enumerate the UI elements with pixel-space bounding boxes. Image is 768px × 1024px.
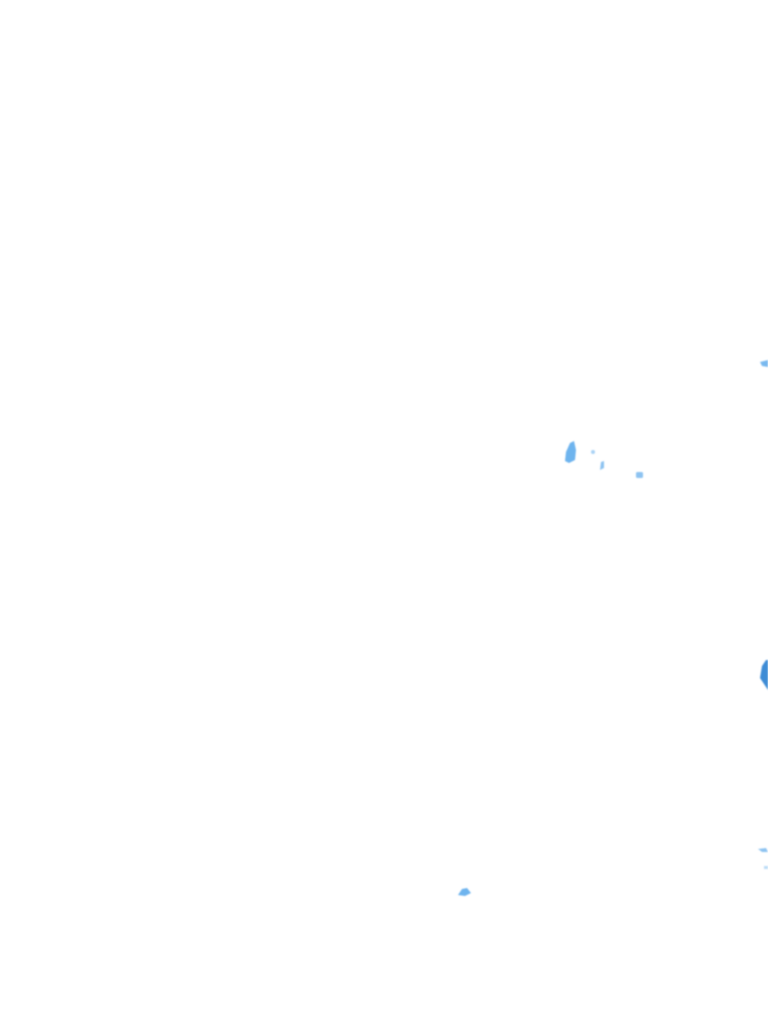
map-feature-6 — [760, 660, 768, 690]
map-feature-1 — [760, 360, 768, 367]
map-feature-2 — [565, 441, 576, 463]
map-feature-3 — [591, 450, 595, 454]
map-feature-7 — [758, 848, 768, 852]
map-feature-5 — [636, 472, 643, 478]
map-feature-8 — [764, 866, 768, 869]
map-feature-4 — [600, 461, 604, 470]
map-feature-9 — [458, 888, 471, 896]
